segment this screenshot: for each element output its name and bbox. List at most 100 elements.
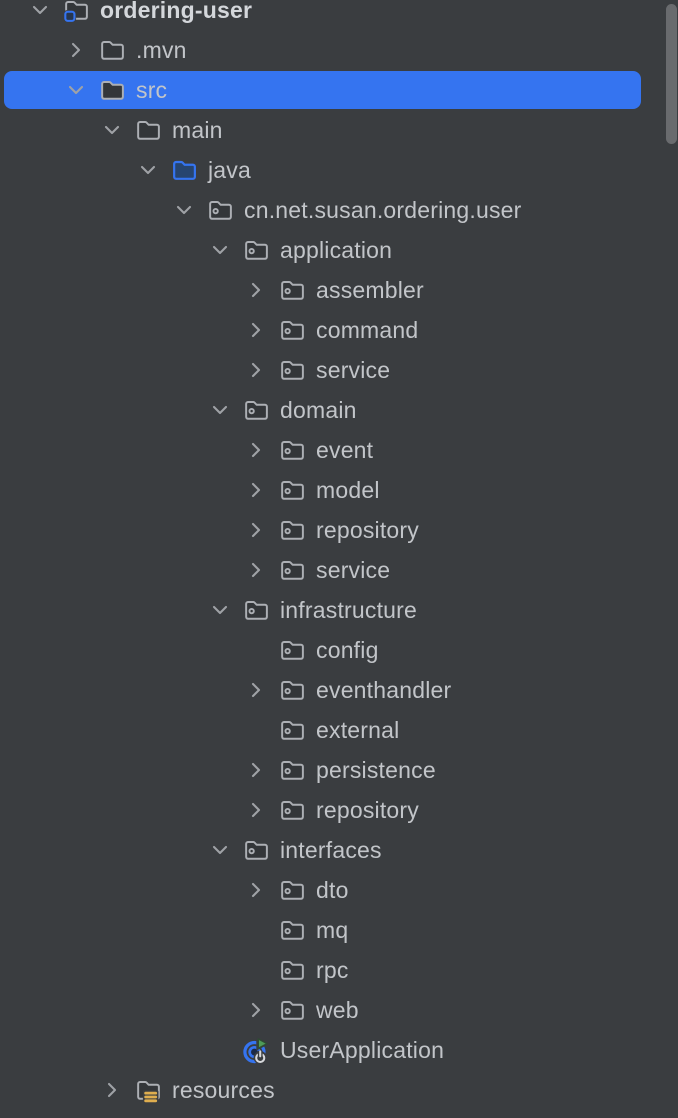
chevron-right-icon[interactable] bbox=[240, 996, 272, 1024]
chevron-right-icon[interactable] bbox=[240, 796, 272, 824]
tree-row-dto[interactable]: dto bbox=[0, 870, 678, 910]
tree-row-assembler[interactable]: assembler bbox=[0, 270, 678, 310]
tree-row-event[interactable]: event bbox=[0, 430, 678, 470]
chevron-spacer bbox=[240, 956, 272, 984]
resources-root-icon bbox=[134, 1076, 163, 1105]
package-icon bbox=[278, 796, 307, 825]
package-icon bbox=[242, 396, 271, 425]
tree-item-label: java bbox=[208, 156, 251, 183]
tree-item-label: infrastructure bbox=[280, 596, 418, 623]
chevron-down-icon[interactable] bbox=[60, 76, 92, 104]
package-icon bbox=[278, 276, 307, 305]
chevron-spacer bbox=[204, 1036, 236, 1064]
chevron-down-icon[interactable] bbox=[168, 196, 200, 224]
tree-item-label: persistence bbox=[316, 756, 436, 783]
package-icon bbox=[278, 916, 307, 945]
tree-row-ordering-user[interactable]: ordering-user bbox=[0, 0, 678, 30]
chevron-down-icon[interactable] bbox=[204, 396, 236, 424]
tree-item-label: .mvn bbox=[136, 36, 187, 63]
chevron-down-icon[interactable] bbox=[204, 836, 236, 864]
package-icon bbox=[278, 316, 307, 345]
project-folder-icon bbox=[62, 0, 91, 25]
tree-row-service[interactable]: service bbox=[0, 550, 678, 590]
tree-row-repository[interactable]: repository bbox=[0, 790, 678, 830]
package-icon bbox=[242, 596, 271, 625]
package-icon bbox=[242, 836, 271, 865]
tree-row-model[interactable]: model bbox=[0, 470, 678, 510]
tree-row-web[interactable]: web bbox=[0, 990, 678, 1030]
tree-item-label: interfaces bbox=[280, 836, 382, 863]
chevron-right-icon[interactable] bbox=[240, 356, 272, 384]
tree-item-label: main bbox=[172, 116, 223, 143]
tree-row-application[interactable]: application bbox=[0, 230, 678, 270]
tree-item-label: eventhandler bbox=[316, 676, 452, 703]
package-icon bbox=[278, 996, 307, 1025]
tree-row-interfaces[interactable]: interfaces bbox=[0, 830, 678, 870]
tree-row-service[interactable]: service bbox=[0, 350, 678, 390]
package-icon bbox=[278, 476, 307, 505]
scrollbar-thumb[interactable] bbox=[666, 4, 677, 144]
tree-row-resources[interactable]: resources bbox=[0, 1070, 678, 1110]
tree-row-external[interactable]: external bbox=[0, 710, 678, 750]
tree-row-main[interactable]: main bbox=[0, 110, 678, 150]
tree-row-java[interactable]: java bbox=[0, 150, 678, 190]
tree-row-repository[interactable]: repository bbox=[0, 510, 678, 550]
tree-item-label: external bbox=[316, 716, 400, 743]
tree-item-label: repository bbox=[316, 516, 419, 543]
tree-item-label: web bbox=[316, 996, 359, 1023]
chevron-down-icon[interactable] bbox=[204, 236, 236, 264]
tree-item-label: application bbox=[280, 236, 393, 263]
chevron-down-icon[interactable] bbox=[24, 0, 56, 24]
tree-row-cn-net-susan-ordering-user[interactable]: cn.net.susan.ordering.user bbox=[0, 190, 678, 230]
tree-row-rpc[interactable]: rpc bbox=[0, 950, 678, 990]
tree-item-label: repository bbox=[316, 796, 419, 823]
package-icon bbox=[278, 556, 307, 585]
chevron-right-icon[interactable] bbox=[240, 756, 272, 784]
package-icon bbox=[278, 676, 307, 705]
chevron-right-icon[interactable] bbox=[240, 556, 272, 584]
tree-row-persistence[interactable]: persistence bbox=[0, 750, 678, 790]
package-icon bbox=[278, 636, 307, 665]
tree-row-domain[interactable]: domain bbox=[0, 390, 678, 430]
tree-item-label: mq bbox=[316, 916, 349, 943]
tree-row-src[interactable]: src bbox=[0, 70, 678, 110]
tree-row-infrastructure[interactable]: infrastructure bbox=[0, 590, 678, 630]
chevron-down-icon[interactable] bbox=[204, 596, 236, 624]
chevron-spacer bbox=[240, 916, 272, 944]
package-icon bbox=[278, 716, 307, 745]
tree-item-label: model bbox=[316, 476, 380, 503]
chevron-down-icon[interactable] bbox=[132, 156, 164, 184]
tree-row--mvn[interactable]: .mvn bbox=[0, 30, 678, 70]
tree-item-label: service bbox=[316, 356, 391, 383]
tree-item-label: rpc bbox=[316, 956, 349, 983]
chevron-down-icon[interactable] bbox=[96, 116, 128, 144]
tree-item-label: config bbox=[316, 636, 379, 663]
chevron-right-icon[interactable] bbox=[240, 476, 272, 504]
chevron-right-icon[interactable] bbox=[60, 36, 92, 64]
chevron-right-icon[interactable] bbox=[240, 316, 272, 344]
chevron-right-icon[interactable] bbox=[96, 1076, 128, 1104]
chevron-right-icon[interactable] bbox=[240, 676, 272, 704]
package-icon bbox=[278, 876, 307, 905]
chevron-right-icon[interactable] bbox=[240, 516, 272, 544]
chevron-spacer bbox=[240, 636, 272, 664]
tree-row-mq[interactable]: mq bbox=[0, 910, 678, 950]
folder-icon bbox=[134, 116, 163, 145]
tree-item-label: assembler bbox=[316, 276, 424, 303]
package-icon bbox=[278, 516, 307, 545]
tree-row-config[interactable]: config bbox=[0, 630, 678, 670]
application-class-icon bbox=[242, 1036, 271, 1065]
tree-item-label: ordering-user bbox=[100, 0, 253, 23]
tree-row-eventhandler[interactable]: eventhandler bbox=[0, 670, 678, 710]
tree-row-command[interactable]: command bbox=[0, 310, 678, 350]
tree-item-label: UserApplication bbox=[280, 1036, 445, 1063]
package-icon bbox=[278, 756, 307, 785]
chevron-right-icon[interactable] bbox=[240, 276, 272, 304]
folder-icon bbox=[98, 76, 127, 105]
chevron-right-icon[interactable] bbox=[240, 436, 272, 464]
chevron-right-icon[interactable] bbox=[240, 876, 272, 904]
package-icon bbox=[278, 956, 307, 985]
tree-item-label: cn.net.susan.ordering.user bbox=[244, 196, 522, 223]
tree-row-userapplication[interactable]: UserApplication bbox=[0, 1030, 678, 1070]
